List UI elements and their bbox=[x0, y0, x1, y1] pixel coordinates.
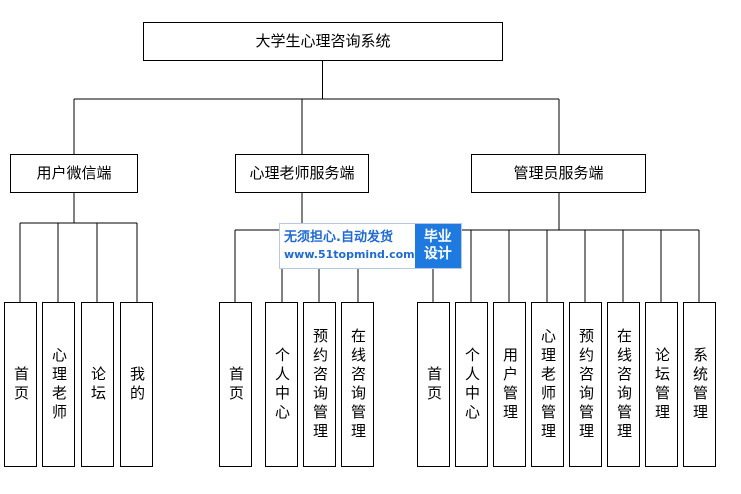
leaf-wechat-forum: 论坛 bbox=[81, 302, 114, 467]
leaf-wechat-home: 首页 bbox=[4, 302, 37, 467]
leaf-label: 首页 bbox=[425, 365, 443, 404]
watermark-badge: 毕业 设计 bbox=[414, 224, 461, 268]
leaf-label: 个人中心 bbox=[273, 346, 291, 423]
leaf-label: 论坛 bbox=[89, 365, 107, 404]
leaf-teacher-appointment-mgmt: 预约咨询管理 bbox=[303, 302, 336, 467]
watermark-badge-bottom: 设计 bbox=[423, 246, 452, 262]
leaf-admin-personal-center: 个人中心 bbox=[455, 302, 488, 467]
watermark-url: www.51topmind.com bbox=[284, 248, 415, 261]
leaf-label: 在线咨询管理 bbox=[349, 327, 367, 442]
branch-node-admin-service: 管理员服务端 bbox=[471, 154, 646, 193]
leaf-admin-system-mgmt: 系统管理 bbox=[683, 302, 716, 467]
leaf-label: 首页 bbox=[227, 365, 245, 404]
leaf-label: 心理老师管理 bbox=[539, 327, 557, 442]
leaf-admin-appointment-mgmt: 预约咨询管理 bbox=[569, 302, 602, 467]
watermark-slogan: 无须担心.自动发货 bbox=[284, 230, 393, 245]
leaf-admin-teacher-mgmt: 心理老师管理 bbox=[531, 302, 564, 467]
leaf-teacher-online-mgmt: 在线咨询管理 bbox=[341, 302, 374, 467]
leaf-label: 系统管理 bbox=[691, 346, 709, 423]
leaf-teacher-personal-center: 个人中心 bbox=[265, 302, 298, 467]
leaf-label: 我的 bbox=[128, 365, 146, 404]
watermark-badge-top: 毕业 bbox=[423, 229, 452, 245]
leaf-label: 论坛管理 bbox=[653, 346, 671, 423]
leaf-label: 个人中心 bbox=[463, 346, 481, 423]
leaf-admin-forum-mgmt: 论坛管理 bbox=[645, 302, 678, 467]
leaf-label: 首页 bbox=[12, 365, 30, 404]
branch-node-teacher-service: 心理老师服务端 bbox=[235, 154, 369, 193]
leaf-teacher-home: 首页 bbox=[219, 302, 252, 467]
leaf-admin-home: 首页 bbox=[417, 302, 450, 467]
watermark-text: 无须担心.自动发货 www.51topmind.com bbox=[280, 224, 415, 268]
leaf-admin-online-mgmt: 在线咨询管理 bbox=[607, 302, 640, 467]
leaf-wechat-mine: 我的 bbox=[120, 302, 153, 467]
leaf-label: 用户管理 bbox=[501, 346, 519, 423]
branch-node-wechat-user: 用户微信端 bbox=[10, 154, 138, 193]
leaf-label: 预约咨询管理 bbox=[311, 327, 329, 442]
leaf-label: 心理老师 bbox=[50, 346, 68, 423]
leaf-admin-user-mgmt: 用户管理 bbox=[493, 302, 526, 467]
leaf-label: 在线咨询管理 bbox=[615, 327, 633, 442]
leaf-label: 预约咨询管理 bbox=[577, 327, 595, 442]
root-node: 大学生心理咨询系统 bbox=[143, 22, 503, 61]
leaf-wechat-teacher: 心理老师 bbox=[42, 302, 75, 467]
watermark-banner: 无须担心.自动发货 www.51topmind.com 毕业 设计 bbox=[279, 223, 462, 269]
